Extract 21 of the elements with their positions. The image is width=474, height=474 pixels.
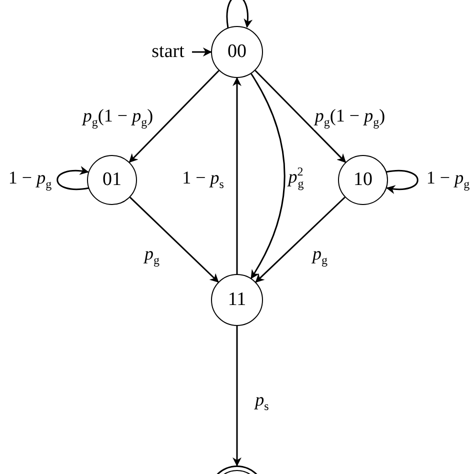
arrow	[192, 48, 212, 56]
self-loop-arrow	[56, 166, 90, 190]
arrow	[254, 70, 346, 163]
start-label: start	[144, 40, 192, 64]
self-loop-arrow	[386, 170, 418, 194]
arrow	[255, 196, 346, 283]
arrow	[250, 73, 286, 279]
self-loop-arrow	[226, 0, 252, 28]
state-circle: 00	[211, 26, 263, 78]
state-circle: 11	[211, 274, 263, 326]
arrow	[130, 196, 219, 283]
edge-label: 1 − p$_{g}$	[425, 168, 471, 192]
edge-label: p$_{g}$(1 − p$_{g}$)	[82, 106, 154, 130]
edge-label: 1 − p$_{g}$	[7, 168, 53, 192]
edge-label: 1 − p$_{s}$	[181, 168, 225, 192]
edge-label: p$_{g}$(1 − p$_{g}$)	[314, 106, 386, 130]
arrow	[128, 70, 220, 163]
state-circle: 01	[87, 155, 137, 205]
arrow	[232, 326, 242, 466]
arrow	[232, 77, 242, 274]
state-circle: 10	[338, 155, 388, 205]
